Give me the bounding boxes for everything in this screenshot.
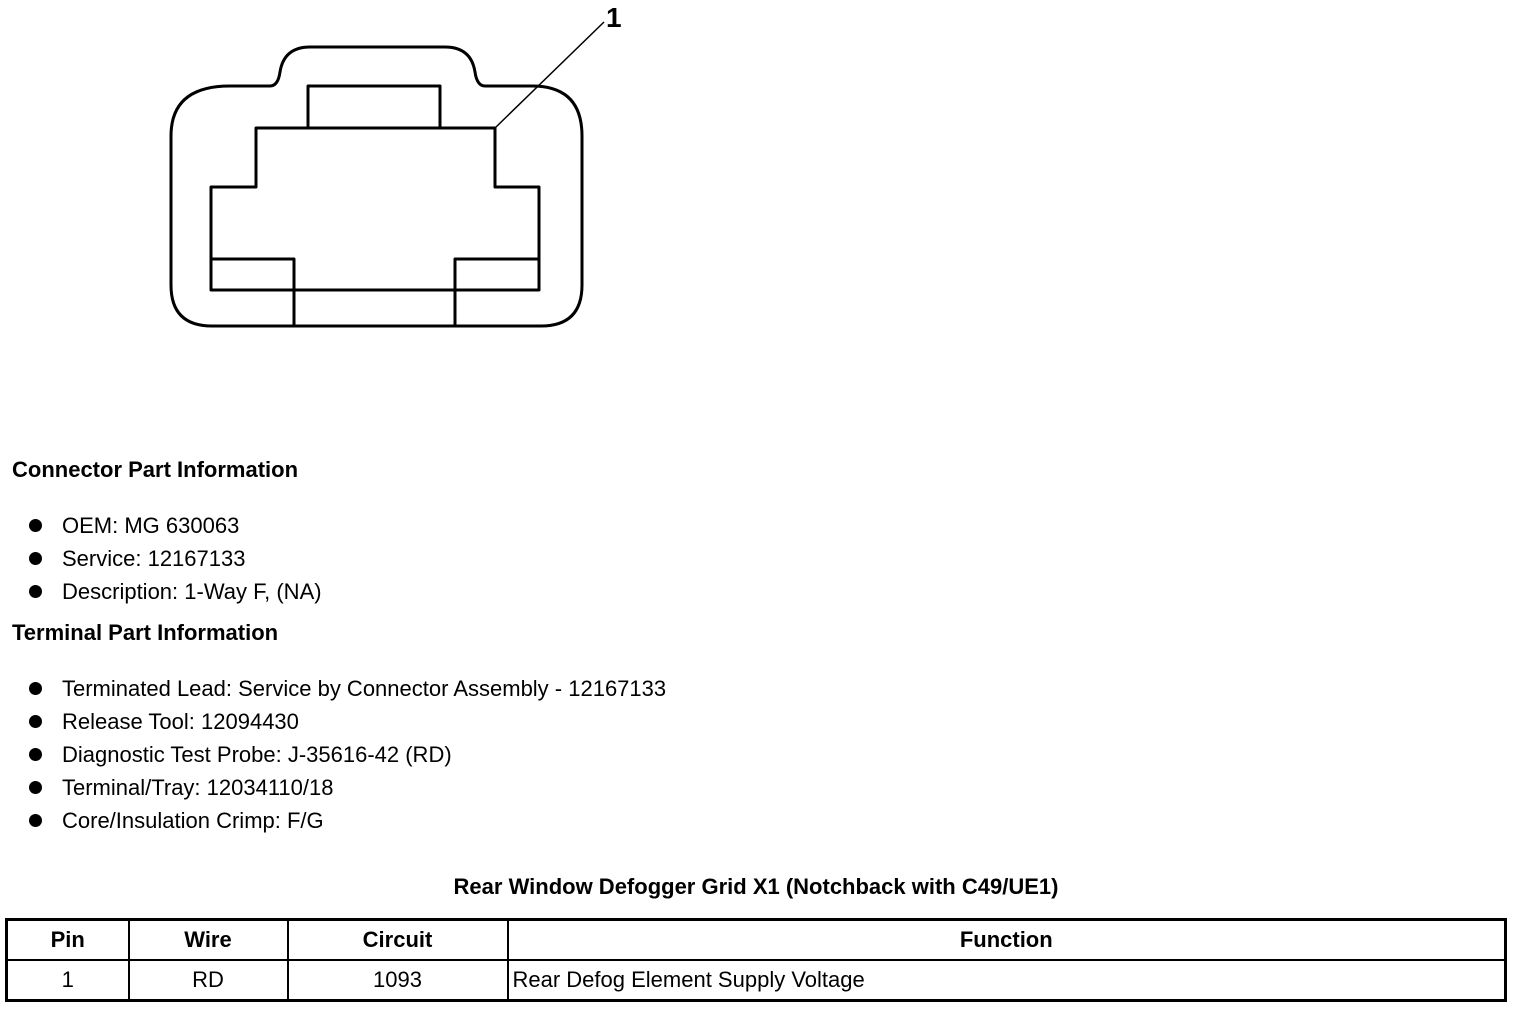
- connector-part-information-heading: Connector Part Information: [12, 457, 299, 482]
- connector-latch-window: [306, 84, 442, 128]
- list-item-text: OEM: MG 630063: [62, 513, 240, 538]
- connector-part-information-list: OEM: MG 630063 Service: 12167133 Descrip…: [0, 509, 322, 608]
- connector-key-left: [211, 257, 296, 326]
- list-item-text: Diagnostic Test Probe: J-35616-42 (RD): [62, 742, 452, 767]
- list-item-text: Description: 1-Way F, (NA): [62, 579, 322, 604]
- bullet-icon: [29, 814, 42, 827]
- list-item: OEM: MG 630063: [0, 509, 322, 542]
- list-item: Diagnostic Test Probe: J-35616-42 (RD): [0, 738, 666, 771]
- connector-key-right: [453, 257, 539, 326]
- cell-pin: 1: [5, 959, 130, 1002]
- list-item: Release Tool: 12094430: [0, 705, 666, 738]
- list-item: Description: 1-Way F, (NA): [0, 575, 322, 608]
- table-row: 1 RD 1093 Rear Defog Element Supply Volt…: [5, 959, 1507, 1002]
- bullet-icon: [29, 519, 42, 532]
- pin-table-title: Rear Window Defogger Grid X1 (Notchback …: [453, 874, 1059, 899]
- connector-face-diagram: 1: [169, 2, 622, 328]
- list-item: Core/Insulation Crimp: F/G: [0, 804, 666, 837]
- cell-wire: RD: [127, 959, 289, 1002]
- column-header-circuit: Circuit: [286, 918, 509, 961]
- bullet-icon: [29, 748, 42, 761]
- connector-housing-outline: [169, 45, 584, 328]
- column-header-function: Function: [506, 918, 1507, 961]
- connector-cavity-outline: [209, 126, 541, 292]
- cell-circuit: 1093: [286, 959, 509, 1002]
- list-item: Terminal/Tray: 12034110/18: [0, 771, 666, 804]
- bullet-icon: [29, 552, 42, 565]
- terminal-part-information-list: Terminated Lead: Service by Connector As…: [0, 672, 666, 837]
- list-item-text: Terminal/Tray: 12034110/18: [62, 775, 334, 800]
- bullet-icon: [29, 715, 42, 728]
- table-header-row: Pin Wire Circuit Function: [5, 918, 1507, 961]
- list-item-text: Service: 12167133: [62, 546, 246, 571]
- pin-table: Pin Wire Circuit Function 1 RD 1093 Rear…: [5, 918, 1507, 1002]
- bullet-icon: [29, 585, 42, 598]
- callout-leader-line: [494, 21, 605, 129]
- callout-label-1: 1: [606, 2, 622, 33]
- column-header-wire: Wire: [127, 918, 289, 961]
- list-item: Terminated Lead: Service by Connector As…: [0, 672, 666, 705]
- list-item-text: Core/Insulation Crimp: F/G: [62, 808, 324, 833]
- cell-function: Rear Defog Element Supply Voltage: [506, 959, 1507, 1002]
- terminal-part-information-heading: Terminal Part Information: [12, 620, 279, 645]
- bullet-icon: [29, 682, 42, 695]
- list-item-text: Terminated Lead: Service by Connector As…: [62, 676, 667, 701]
- bullet-icon: [29, 781, 42, 794]
- list-item: Service: 12167133: [0, 542, 322, 575]
- list-item-text: Release Tool: 12094430: [62, 709, 299, 734]
- column-header-pin: Pin: [5, 918, 130, 961]
